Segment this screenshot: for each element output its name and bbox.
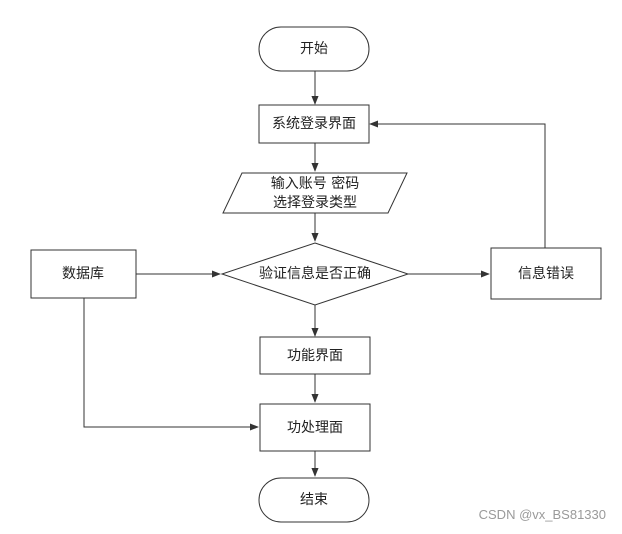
error-node: 信息错误 xyxy=(490,247,602,300)
edge-database-process xyxy=(83,298,259,431)
function-ui-node: 功能界面 xyxy=(259,336,371,375)
end-node: 结束 xyxy=(258,477,370,523)
end-label: 结束 xyxy=(300,492,328,508)
start-label: 开始 xyxy=(300,41,328,57)
database-node: 数据库 xyxy=(30,249,137,299)
input-label-line1: 输入账号 密码 xyxy=(271,175,359,192)
function-ui-label: 功能界面 xyxy=(287,348,343,364)
function-process-label: 功处理面 xyxy=(287,420,343,436)
login-screen-node: 系统登录界面 xyxy=(258,104,370,144)
error-label: 信息错误 xyxy=(518,265,574,282)
watermark-text: CSDN @vx_BS81330 xyxy=(479,507,606,522)
edge-error-login xyxy=(369,120,546,248)
function-process-node: 功处理面 xyxy=(259,403,371,452)
verify-label: 验证信息是否正确 xyxy=(259,265,371,282)
edges xyxy=(83,71,546,477)
input-node: 输入账号 密码 选择登录类型 xyxy=(222,172,408,214)
verify-decision-node: 验证信息是否正确 xyxy=(220,242,410,306)
database-label: 数据库 xyxy=(62,266,104,282)
start-node: 开始 xyxy=(258,26,370,72)
input-label-line2: 选择登录类型 xyxy=(273,195,357,211)
login-screen-label: 系统登录界面 xyxy=(272,116,356,132)
